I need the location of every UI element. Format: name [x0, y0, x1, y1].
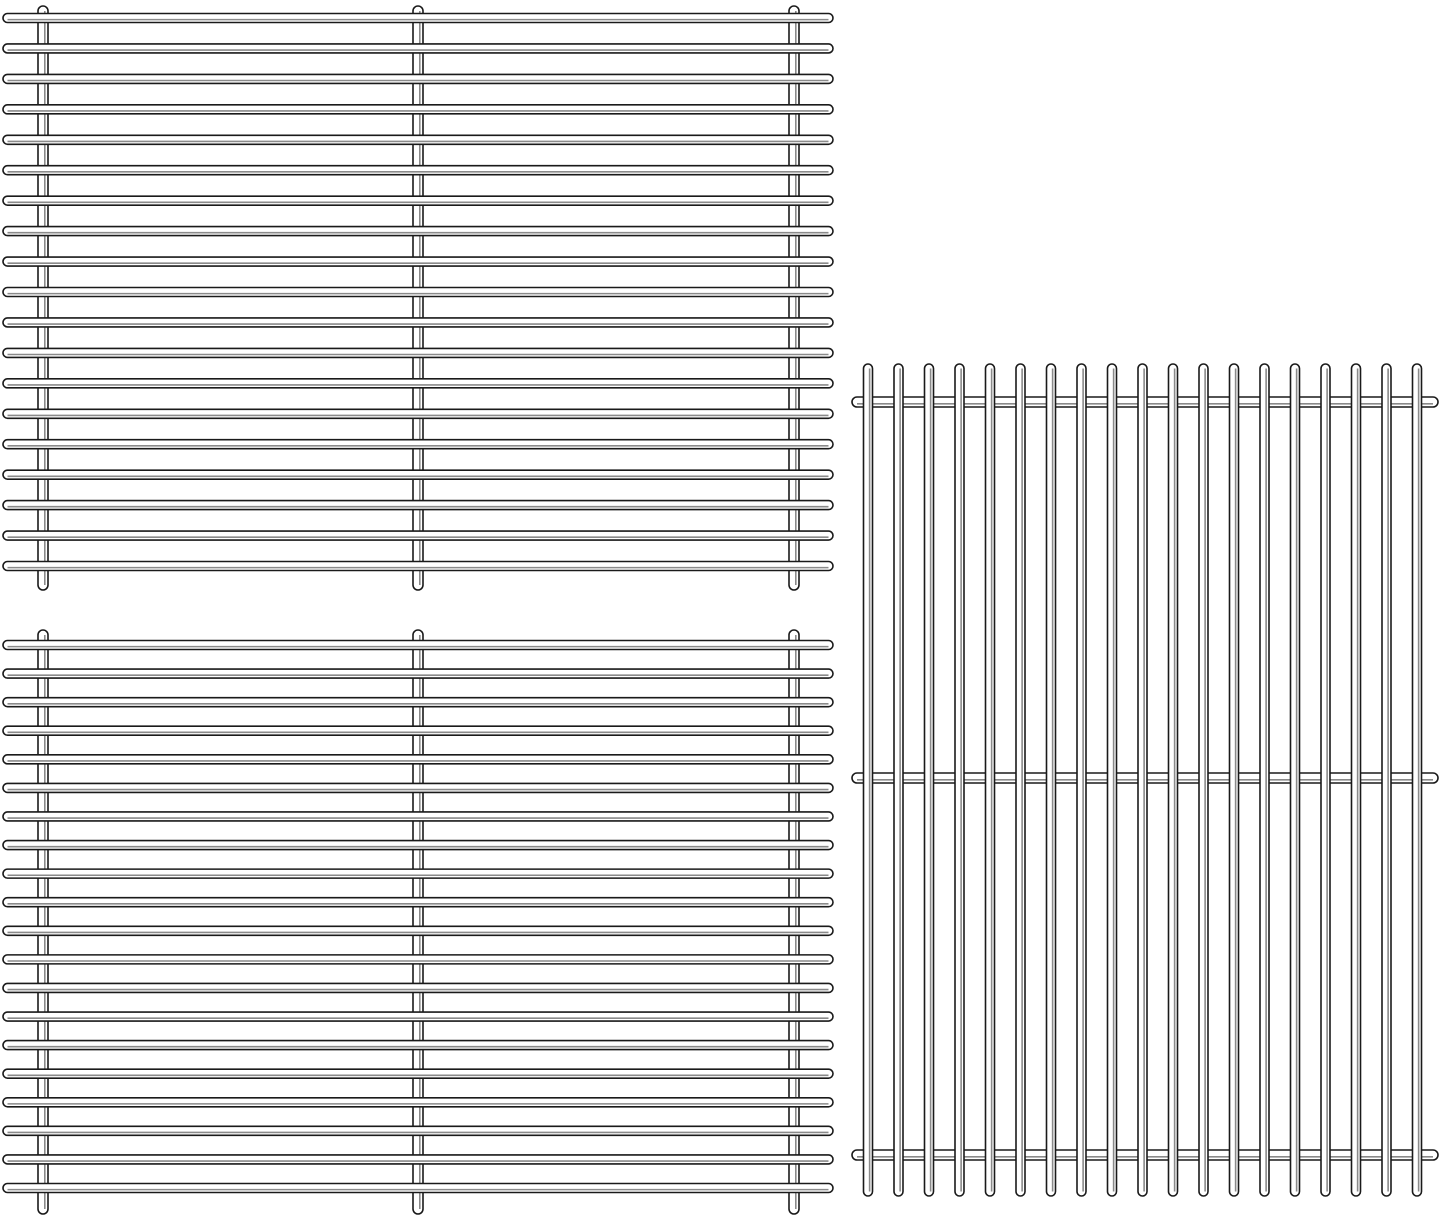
grate-rod — [1228, 363, 1240, 1197]
grate-rod — [1045, 363, 1057, 1197]
grate-rod — [893, 363, 904, 1197]
grate-bottom-left — [2, 629, 834, 1215]
grate-rod — [1167, 363, 1179, 1197]
grate-top-left — [2, 5, 834, 591]
grate-rod — [1259, 363, 1270, 1197]
grate-right — [851, 363, 1439, 1197]
grate-rod — [1320, 363, 1331, 1197]
grate-rod — [1076, 363, 1087, 1197]
grate-rod — [2, 639, 834, 651]
grate-rod — [2, 317, 834, 328]
grate-rod — [2, 1154, 834, 1165]
grate-rod — [2, 925, 834, 937]
grate-rod — [1350, 363, 1362, 1197]
grate-rod — [2, 696, 834, 708]
grate-rod — [2, 1096, 834, 1108]
grate-rod — [1198, 363, 1209, 1197]
grate-rod — [1289, 363, 1301, 1197]
grate-rod — [2, 347, 834, 359]
grate-rod — [2, 668, 834, 679]
grate-rod — [2, 982, 834, 994]
grate-rod — [2, 1182, 834, 1194]
grate-rod — [2, 954, 834, 965]
grate-rod — [2, 256, 834, 267]
grate-rod — [2, 725, 834, 737]
grate-rod — [862, 363, 874, 1197]
grate-rod — [2, 43, 834, 54]
grate-rod — [2, 438, 834, 450]
grate-rod — [2, 225, 834, 237]
grate-rod — [2, 73, 834, 85]
grate-rod — [2, 286, 834, 298]
cross-bar — [412, 629, 424, 1215]
grate-rod — [2, 782, 834, 794]
grate-rod — [1137, 363, 1148, 1197]
grate-rod — [2, 811, 834, 822]
grate-rod — [2, 134, 834, 146]
grate-rod — [2, 1125, 834, 1137]
grate-rod — [1381, 363, 1392, 1197]
grate-rod — [2, 378, 834, 389]
grate-rod — [2, 530, 834, 541]
grate-rod — [2, 12, 834, 24]
grate-rod — [1411, 363, 1423, 1197]
grate-rod — [2, 1039, 834, 1051]
grate-rod — [1106, 363, 1118, 1197]
grate-rod — [923, 363, 935, 1197]
grate-rod — [2, 754, 834, 765]
grate-rod — [2, 896, 834, 908]
cross-bar — [37, 629, 49, 1215]
grate-rod — [2, 1068, 834, 1079]
grate-rod — [2, 839, 834, 851]
grate-rod — [2, 560, 834, 572]
grate-rod — [2, 408, 834, 420]
grate-rod — [2, 195, 834, 206]
grate-rod — [2, 164, 834, 176]
grate-rod — [2, 868, 834, 879]
grate-rod — [2, 499, 834, 511]
grate-rod — [2, 469, 834, 480]
grate-rod — [2, 1011, 834, 1022]
grate-rod — [984, 363, 996, 1197]
grate-rod — [954, 363, 965, 1197]
grate-rod — [2, 104, 834, 115]
grate-rod — [1015, 363, 1026, 1197]
